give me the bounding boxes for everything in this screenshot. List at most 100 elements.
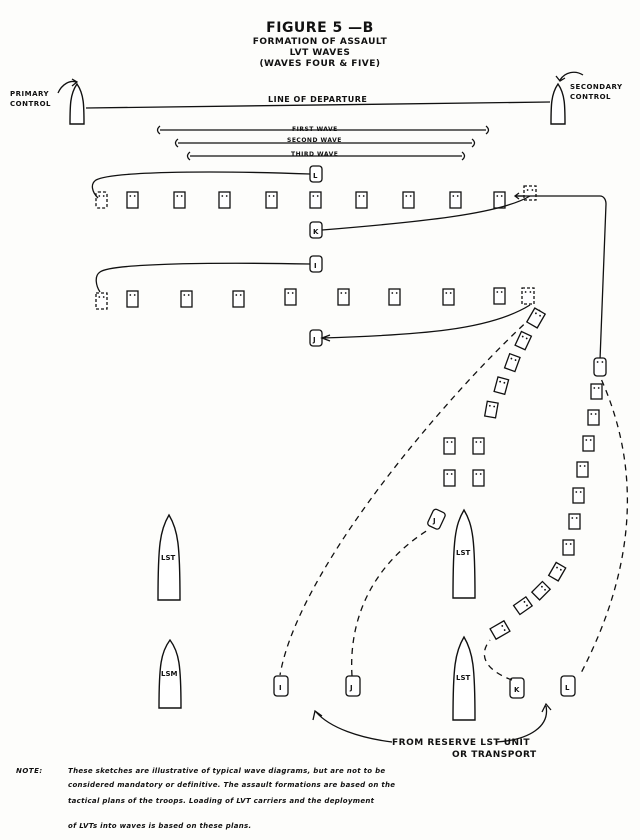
control-boat-l-label: L bbox=[313, 172, 318, 180]
path-j-from-right bbox=[320, 304, 531, 342]
lvt-crew-dot bbox=[456, 195, 459, 197]
lsm-left-label: LSM bbox=[161, 670, 178, 678]
lvt-crew-dot bbox=[479, 441, 482, 443]
lvt-crew-dot bbox=[239, 294, 242, 296]
path-l-to-row4 bbox=[91, 171, 311, 199]
figure-title: FIGURE 5 —B bbox=[266, 20, 374, 36]
path-row4-right bbox=[516, 195, 607, 361]
lvt-crew-dot bbox=[524, 291, 527, 293]
lvt-crew-dot bbox=[525, 337, 528, 340]
lvt-crew-dot bbox=[503, 629, 506, 631]
lvt-crew-dot bbox=[575, 517, 578, 519]
lvt-crew-dot bbox=[98, 195, 101, 197]
lvt-crew-dot bbox=[597, 387, 600, 389]
lvt-crew-dot bbox=[523, 600, 526, 603]
lvt bbox=[232, 290, 245, 308]
lvt-crew-dot bbox=[133, 294, 136, 296]
primary-control-label: PRIMARY CONTROL bbox=[10, 90, 52, 108]
lvt-crew-dot bbox=[493, 405, 496, 408]
diagonal-column-right bbox=[489, 357, 607, 641]
lvt-crew-dot bbox=[129, 294, 132, 296]
lvt-crew-dot bbox=[488, 404, 491, 407]
lvt-crew-dot bbox=[499, 380, 502, 383]
approach-path-k-bottom-dashed bbox=[483, 639, 513, 681]
lvt-crew-dot bbox=[596, 361, 599, 363]
approach-path-j-dashed bbox=[351, 529, 429, 677]
fifth-wave-row bbox=[95, 287, 535, 310]
lvt bbox=[218, 191, 231, 209]
lst-left-label: LST bbox=[161, 554, 176, 562]
lvt-crew-dot bbox=[544, 588, 546, 591]
reserve-arrow-right bbox=[495, 702, 552, 743]
lvt-crew-dot bbox=[405, 195, 408, 197]
lvt-crew-dot bbox=[450, 473, 453, 475]
path-i-to-row5 bbox=[95, 262, 311, 293]
lvt-crew-dot bbox=[594, 413, 597, 415]
secondary-control-label: SECONDARY CONTROL bbox=[570, 83, 623, 101]
figure-subtitle-1: FORMATION OF ASSAULT bbox=[252, 37, 388, 47]
approach-path-l-dashed bbox=[579, 369, 629, 676]
note-line-1: These sketches are illustrative of typic… bbox=[68, 767, 386, 775]
lvt-crew-dot bbox=[496, 291, 499, 293]
lvt-crew-dot bbox=[539, 314, 541, 317]
primary-control-arrow bbox=[57, 78, 79, 94]
lvt-crew-dot bbox=[571, 517, 574, 519]
lvt-dashed-right bbox=[521, 287, 535, 305]
lvt-crew-dot bbox=[268, 195, 271, 197]
first-wave-label: FIRST WAVE bbox=[292, 126, 338, 133]
lvt-k-bottom bbox=[509, 677, 525, 699]
lst-bottom bbox=[452, 635, 476, 721]
lvt-crew-dot bbox=[585, 439, 588, 441]
lvt-crew-dot bbox=[225, 195, 228, 197]
primary-control-boat bbox=[69, 82, 85, 125]
lvt-crew-dot bbox=[235, 294, 238, 296]
lvt-crew-dot bbox=[569, 543, 572, 545]
lvt-j-bottom bbox=[345, 675, 361, 697]
lst-middle-label: LST bbox=[456, 549, 471, 557]
line-of-departure-line bbox=[85, 101, 551, 109]
lvt-crew-dot bbox=[102, 195, 105, 197]
lvt-crew-dot bbox=[391, 292, 394, 294]
lvt-crew-dot bbox=[500, 291, 503, 293]
lvt-crew-dot bbox=[579, 491, 582, 493]
lst-bottom-label: LST bbox=[456, 674, 471, 682]
lvt-j-bottom-label: J bbox=[349, 684, 353, 692]
lvt bbox=[309, 191, 322, 209]
lvt-i-bottom-label: I bbox=[279, 684, 282, 692]
lvt bbox=[449, 191, 462, 209]
lvt-crew-dot bbox=[479, 473, 482, 475]
lvt-crew-dot bbox=[526, 604, 528, 607]
lvt-crew-dot bbox=[500, 195, 503, 197]
lvt bbox=[388, 288, 401, 306]
lvt bbox=[493, 287, 506, 305]
lvt-crew-dot bbox=[187, 294, 190, 296]
lsm-left bbox=[158, 638, 182, 709]
lvt bbox=[355, 191, 368, 209]
lvt-crew-dot bbox=[445, 292, 448, 294]
secondary-control-boat bbox=[550, 82, 566, 125]
figure-subtitle-3: (WAVES FOUR & FIVE) bbox=[259, 59, 381, 69]
lvt-crew-dot bbox=[531, 189, 534, 191]
lvt-crew-dot bbox=[316, 195, 319, 197]
lvt-k-bottom-label: K bbox=[514, 686, 520, 694]
lvt-crew-dot bbox=[450, 441, 453, 443]
lst-middle bbox=[452, 508, 476, 599]
lvt-crew-dot bbox=[565, 543, 568, 545]
lvt-crew-dot bbox=[183, 294, 186, 296]
note-line-4: of LVTs into waves is based on these pla… bbox=[68, 822, 252, 830]
reserve-label-line-2: OR TRANSPORT bbox=[452, 750, 537, 760]
second-wave-label: SECOND WAVE bbox=[287, 137, 342, 144]
diagonal-column-left bbox=[443, 307, 547, 487]
lvt-crew-dot bbox=[180, 195, 183, 197]
lvt bbox=[442, 288, 455, 306]
lvt-crew-dot bbox=[541, 585, 543, 588]
lvt-crew-dot bbox=[559, 568, 562, 571]
lvt-crew-dot bbox=[287, 292, 290, 294]
lvt-crew-dot bbox=[340, 292, 343, 294]
lvt-crew-dot bbox=[221, 195, 224, 197]
lvt-crew-dot bbox=[409, 195, 412, 197]
control-boat-k-label: K bbox=[313, 228, 319, 236]
lvt-l-bottom bbox=[560, 675, 576, 697]
lvt-crew-dot bbox=[272, 195, 275, 197]
